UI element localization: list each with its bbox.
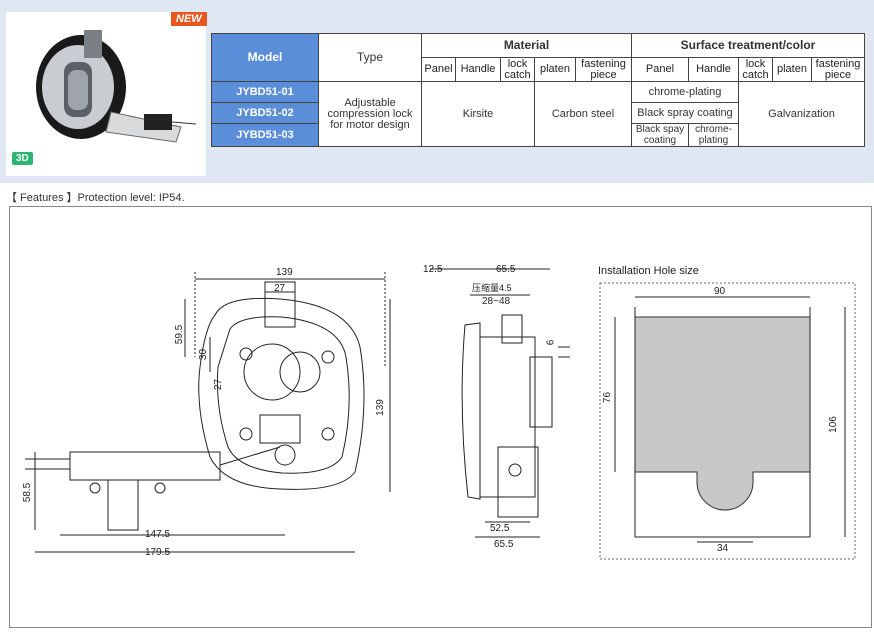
model-cell: JYBD51-03	[211, 123, 319, 147]
surface-platen-col: platen	[772, 57, 812, 82]
spec-table: Model Type Material Surface treatment/co…	[211, 33, 865, 147]
dim-front-30: 30	[198, 348, 210, 361]
dim-side-compression: 压缩量4.5	[472, 283, 512, 293]
surface-header: Surface treatment/color	[631, 33, 865, 58]
dim-side-65-5-top: 65.5	[496, 264, 516, 275]
features-text: 【 Features 】Protection level: IP54.	[6, 192, 185, 204]
type-header: Type	[318, 33, 422, 82]
side-view	[430, 268, 570, 538]
product-photo	[6, 12, 206, 176]
surface-lockcatch-col: lock catch	[738, 57, 773, 82]
install-hole-view	[599, 282, 856, 560]
dim-hole-34: 34	[717, 543, 729, 554]
material-panel-col: Panel	[421, 57, 456, 82]
material-header: Material	[421, 33, 632, 58]
dim-front-27: 27	[274, 283, 286, 294]
material-kirsite-cell: Kirsite	[421, 81, 535, 147]
dim-front-58-5: 58.5	[22, 482, 34, 503]
dim-hole-106: 106	[827, 416, 839, 433]
dim-side-12-5: 12.5	[423, 264, 443, 275]
surface-chrome-short-cell: chrome-plating	[688, 123, 739, 147]
surface-black-cell: Black spray coating	[631, 102, 739, 124]
model-header: Model	[211, 33, 319, 82]
dim-front-139-right: 139	[374, 399, 386, 416]
surface-fastening-col: fastening piece	[811, 57, 865, 82]
type-cell: Adjustable compression lock for motor de…	[318, 81, 422, 147]
material-platen-col: platen	[534, 57, 576, 82]
dim-front-139-top: 139	[276, 267, 293, 278]
dim-side-52-5: 52.5	[490, 523, 510, 534]
dim-front-59-5: 59.5	[174, 324, 186, 345]
model-cell: JYBD51-02	[211, 102, 319, 124]
surface-galv-cell: Galvanization	[738, 81, 865, 147]
dim-side-65-5-bottom: 65.5	[494, 539, 514, 550]
surface-handle-col: Handle	[688, 57, 739, 82]
model-cell: JYBD51-01	[211, 81, 319, 103]
3d-badge: 3D	[12, 152, 33, 165]
dim-front-179-5: 179.5	[145, 547, 171, 558]
surface-chrome-cell: chrome-plating	[631, 81, 739, 103]
dim-front-27-side: 27	[213, 378, 225, 391]
drawing-svg	[25, 268, 856, 560]
surface-panel-col: Panel	[631, 57, 689, 82]
dim-hole-90: 90	[714, 286, 726, 297]
material-steel-cell: Carbon steel	[534, 81, 632, 147]
dim-hole-76: 76	[602, 391, 614, 404]
front-view	[25, 272, 391, 553]
material-fastening-col: fastening piece	[575, 57, 632, 82]
install-hole-title: Installation Hole size	[598, 265, 699, 277]
dim-side-6: 6	[545, 339, 557, 346]
dim-side-28-48: 28~48	[482, 296, 511, 307]
new-badge: NEW	[171, 12, 207, 26]
surface-black-short-cell: Black spay coating	[631, 123, 689, 147]
material-lockcatch-col: lock catch	[500, 57, 535, 82]
technical-drawing: 139 27 59.5 30 27 139 58.5 147.5 179.5 1…	[9, 206, 872, 628]
dim-front-147-5: 147.5	[145, 529, 171, 540]
material-handle-col: Handle	[455, 57, 501, 82]
